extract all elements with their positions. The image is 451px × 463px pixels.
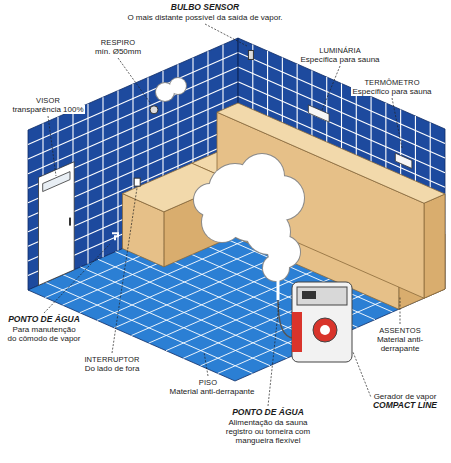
part-note: Específico para sauna xyxy=(351,87,432,96)
part-note: Material anti-derrapante xyxy=(169,387,256,396)
leader-lines xyxy=(44,24,402,406)
leader-line xyxy=(44,244,110,313)
leader-line xyxy=(112,188,137,353)
generator-logo-inner xyxy=(320,325,330,335)
generator-logo xyxy=(313,318,337,342)
cloud-outline xyxy=(194,184,226,216)
leader-line xyxy=(353,352,371,397)
leader-line xyxy=(205,24,247,46)
part-note: Específica para sauna xyxy=(299,55,380,64)
water-tap xyxy=(112,233,118,240)
door-handle xyxy=(69,218,71,226)
visor-glass xyxy=(43,172,70,192)
door-leaf xyxy=(39,162,75,286)
tile-line xyxy=(87,104,88,264)
floor-tile-line xyxy=(63,275,270,366)
right-backrest xyxy=(217,103,445,298)
generator-panel xyxy=(297,287,347,305)
part-note: Do lado de fora xyxy=(84,364,141,373)
tile-grout xyxy=(28,45,445,374)
generator-body xyxy=(292,282,352,362)
floor-tile-line xyxy=(81,267,288,358)
leader-line xyxy=(392,98,402,148)
leader-line xyxy=(322,66,340,110)
part-title: PONTO DE ÁGUA xyxy=(231,408,305,417)
part-title: BULBO SENSOR xyxy=(170,3,240,12)
part-title: LUMINÁRIA xyxy=(318,46,362,55)
part-note: Material anti-derrapante xyxy=(368,335,432,353)
water-pipe xyxy=(277,276,280,300)
cloud-outline xyxy=(170,78,186,94)
cloud-outline xyxy=(263,255,289,281)
cloud-fill xyxy=(263,255,289,281)
part-title: Gerador de vapor xyxy=(373,392,438,401)
generator-display xyxy=(302,291,316,299)
part-title: PONTO DE ÁGUA xyxy=(7,315,81,324)
leader-line xyxy=(268,304,279,406)
part-note: transparência 100% xyxy=(11,105,84,114)
thermometer xyxy=(395,153,412,168)
part-title: ASSENTOS xyxy=(378,326,422,335)
part-title: INTERRUPTOR xyxy=(83,355,140,364)
part-title: PISO xyxy=(198,378,218,387)
tile-line xyxy=(28,53,238,145)
part-title: TERMÔMETRO xyxy=(363,78,420,87)
part-note: Alimentação da sauna registro ou torneir… xyxy=(214,418,322,445)
cloud-fill xyxy=(194,184,226,216)
cloud-fill xyxy=(170,78,186,94)
vent xyxy=(150,106,158,114)
steam-generator xyxy=(278,276,352,362)
leader-line xyxy=(118,58,151,104)
leader-line xyxy=(400,296,401,324)
part-title: RESPIRO xyxy=(100,38,136,47)
generator-band xyxy=(292,312,302,352)
bench-top xyxy=(217,103,445,203)
tile-line xyxy=(117,91,118,251)
part-note: mín. Ø50mm xyxy=(94,47,142,56)
bench-side xyxy=(424,194,445,298)
tile-line xyxy=(102,97,103,257)
leader-line xyxy=(48,116,56,176)
part-note: Para manutenção do cômodo de vapor xyxy=(6,325,82,343)
leader-line xyxy=(204,352,208,376)
steam-cloud xyxy=(156,78,304,281)
light-fixture xyxy=(308,105,329,122)
switch xyxy=(134,178,140,186)
part-note: O mais distante possível da saída de vap… xyxy=(114,13,296,22)
part-title: COMPACT LINE xyxy=(372,401,438,410)
sensor-bulb xyxy=(248,50,253,59)
door xyxy=(39,162,75,286)
part-title: VISOR xyxy=(35,96,61,105)
room xyxy=(28,38,445,381)
